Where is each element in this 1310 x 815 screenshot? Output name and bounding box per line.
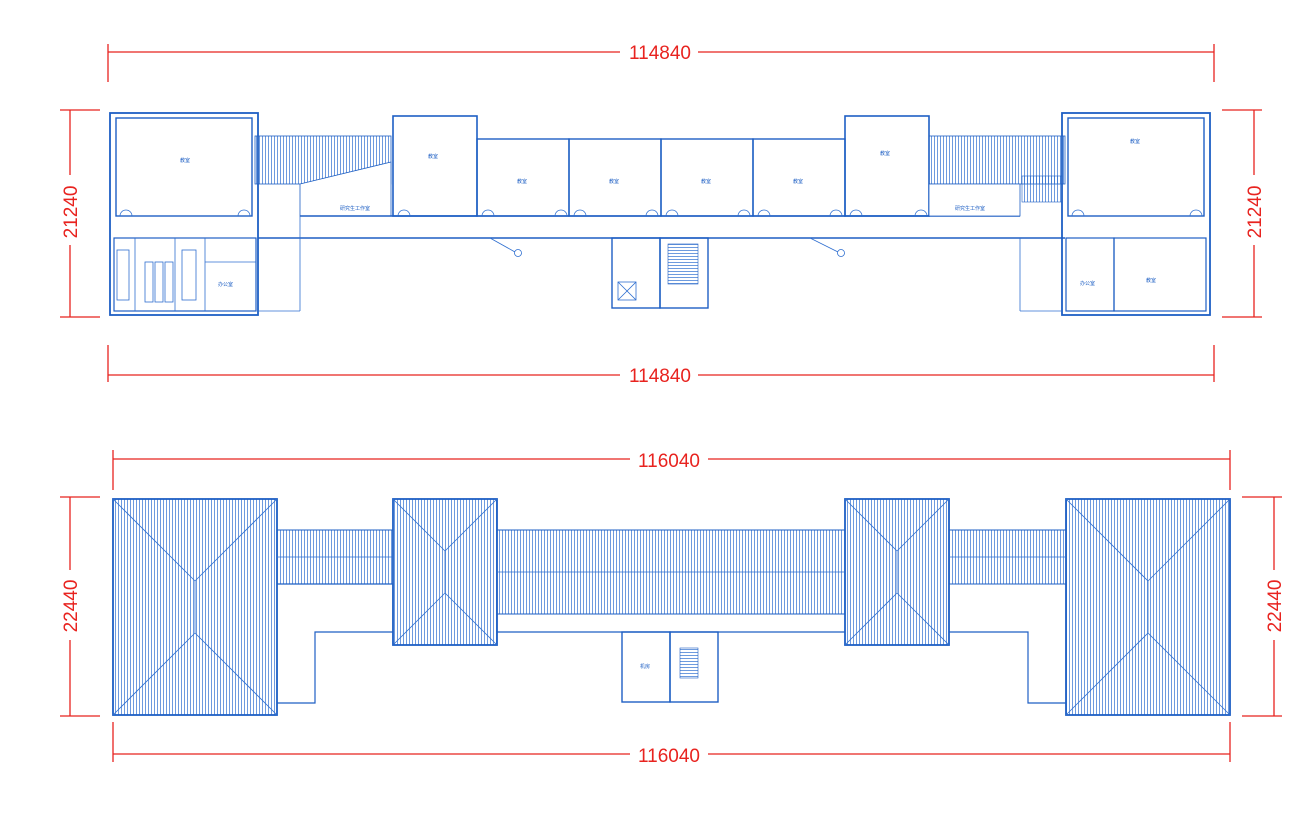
floor-plan-dimension-right-text: 21240 — [1245, 186, 1266, 239]
floor-plan-dimension-bottom: 114840 — [107, 345, 1215, 387]
floor-plan-dimension-left-text: 21240 — [61, 186, 82, 239]
roof-plan-dimension-right: 22440 — [1242, 496, 1286, 717]
floor-plan: 114840 114840 21240 21240 — [58, 40, 1266, 387]
svg-text:教室: 教室 — [609, 178, 619, 185]
svg-text:教室: 教室 — [428, 153, 438, 160]
roof-plan-dimension-top-text: 116040 — [638, 451, 700, 472]
svg-text:研究生工作室: 研究生工作室 — [340, 205, 370, 212]
svg-text:教室: 教室 — [1130, 138, 1140, 145]
roof-hip-right — [1065, 498, 1231, 716]
roof-hip-center-left — [392, 498, 498, 646]
floor-plan-dimension-bottom-text: 114840 — [629, 366, 691, 387]
svg-text:研究生工作室: 研究生工作室 — [955, 205, 985, 212]
svg-text:教室: 教室 — [701, 178, 711, 185]
svg-text:办公室: 办公室 — [1080, 280, 1095, 287]
roof-plan-dimension-bottom-text: 116040 — [638, 746, 700, 767]
svg-text:机房: 机房 — [640, 663, 650, 670]
floor-plan-dimension-left: 21240 — [58, 109, 100, 318]
svg-text:办公室: 办公室 — [218, 281, 233, 288]
roof-plan-dimension-top: 116040 — [112, 448, 1231, 490]
svg-text:教室: 教室 — [517, 178, 527, 185]
svg-text:教室: 教室 — [1146, 277, 1156, 284]
floor-plan-dimension-top-text: 114840 — [629, 43, 691, 64]
floor-plan-dimension-top: 114840 — [107, 40, 1215, 82]
roof-flat-outline: 机房 — [277, 583, 1066, 704]
roof-hip-center-right — [844, 498, 950, 646]
roof-plan-dimension-left: 22440 — [58, 496, 100, 717]
svg-text:教室: 教室 — [180, 157, 190, 164]
roof-plan: 116040 116040 22440 22440 — [58, 448, 1286, 767]
roof-gable-links — [276, 529, 1067, 615]
svg-text:教室: 教室 — [793, 178, 803, 185]
roof-plan-dimension-left-text: 22440 — [61, 580, 82, 633]
floor-plan-dimension-right: 21240 — [1222, 109, 1266, 318]
svg-text:教室: 教室 — [880, 150, 890, 157]
floor-plan-walls: 研究生工作室 教室 教室 教室 教室 教室 教室 研究 — [109, 112, 1211, 316]
roof-plan-dimension-right-text: 22440 — [1265, 580, 1286, 633]
roof-hip-left — [112, 498, 278, 716]
roof-plan-dimension-bottom: 116040 — [112, 722, 1231, 767]
